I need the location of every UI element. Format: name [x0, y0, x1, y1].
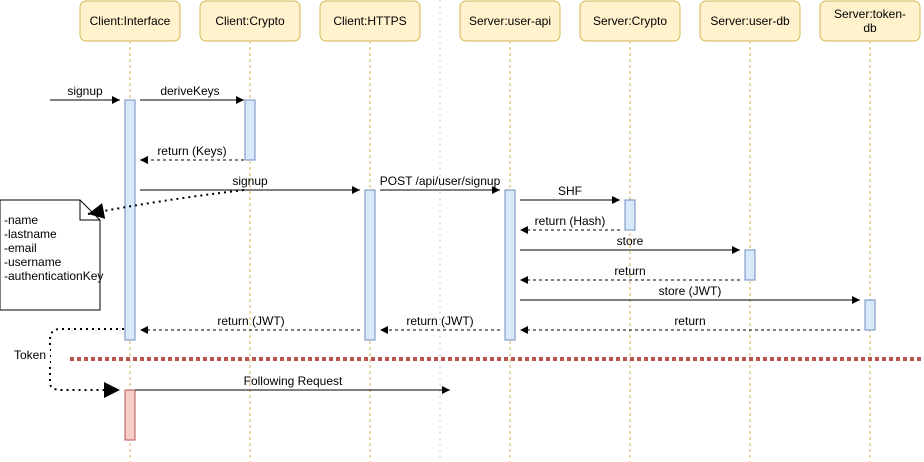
activation-bar-st-6	[864, 299, 876, 331]
participant-box-ci	[79, 0, 181, 42]
note-fold	[79, 200, 100, 221]
message-label-6: return (Hash)	[535, 214, 606, 228]
participant-box-cc	[199, 0, 301, 42]
activation-bar-ci-0	[124, 99, 136, 341]
message-label-10: return	[674, 314, 705, 328]
activation-bar-su-3	[504, 189, 516, 341]
message-label-2: return (Keys)	[157, 144, 226, 158]
note-line: -authenticationKey	[4, 269, 103, 283]
message-label-13: Following Request	[244, 374, 343, 388]
activation-bar-cc-1	[244, 99, 256, 161]
token-label-bg	[10, 347, 50, 363]
activation-bar-sc-4	[624, 199, 636, 231]
participant-label-cc: Client:Crypto	[215, 14, 285, 28]
token-connector: Token	[10, 328, 124, 398]
note: -name-lastname-email-username-authentica…	[0, 189, 245, 311]
participant-box-st	[819, 0, 921, 42]
activation-bar-ci-7	[124, 389, 136, 441]
activation-bar-sd-5	[744, 249, 756, 281]
participant-label-su: Server:user-api	[469, 14, 551, 28]
note-line: -lastname	[4, 227, 57, 241]
participant-box-ch	[319, 0, 421, 42]
message-label-5: SHF	[558, 184, 582, 198]
participant-box-su	[459, 0, 561, 42]
message-label-4: POST /api/user/signup	[380, 174, 501, 188]
activation-bar-ch-2	[364, 189, 376, 341]
message-label-0: signup	[67, 84, 103, 98]
participant-box-sd	[699, 0, 801, 42]
message-label-12: return (JWT)	[406, 314, 473, 328]
message-label-1: deriveKeys	[160, 84, 219, 98]
activation-bars	[124, 99, 876, 441]
participant-label-ci: Client:Interface	[90, 14, 171, 28]
participant-label-sc: Server:Crypto	[593, 14, 667, 28]
note-box	[0, 199, 101, 311]
participants: Client:Interface Client:Crypto Client:HTTP…	[79, 0, 921, 42]
note-connector	[87, 189, 245, 219]
message-label-3: signup	[232, 174, 268, 188]
participant-label-sd: Server:user-db	[710, 14, 790, 28]
note-line: -username	[4, 255, 62, 269]
token-label: Token	[14, 348, 46, 362]
message-label-8: return	[614, 264, 645, 278]
message-label-7: store	[617, 234, 644, 248]
note-line: -name	[4, 213, 38, 227]
participant-label-ch: Client:HTTPS	[333, 14, 406, 28]
note-line: -email	[4, 241, 37, 255]
message-label-9: store (JWT)	[659, 284, 722, 298]
participant-label-st: Server:token-	[834, 7, 906, 21]
participant-box-sc	[579, 0, 681, 42]
lifelines	[129, 0, 871, 462]
message-label-11: return (JWT)	[217, 314, 284, 328]
participant-label-st: db	[863, 21, 877, 35]
